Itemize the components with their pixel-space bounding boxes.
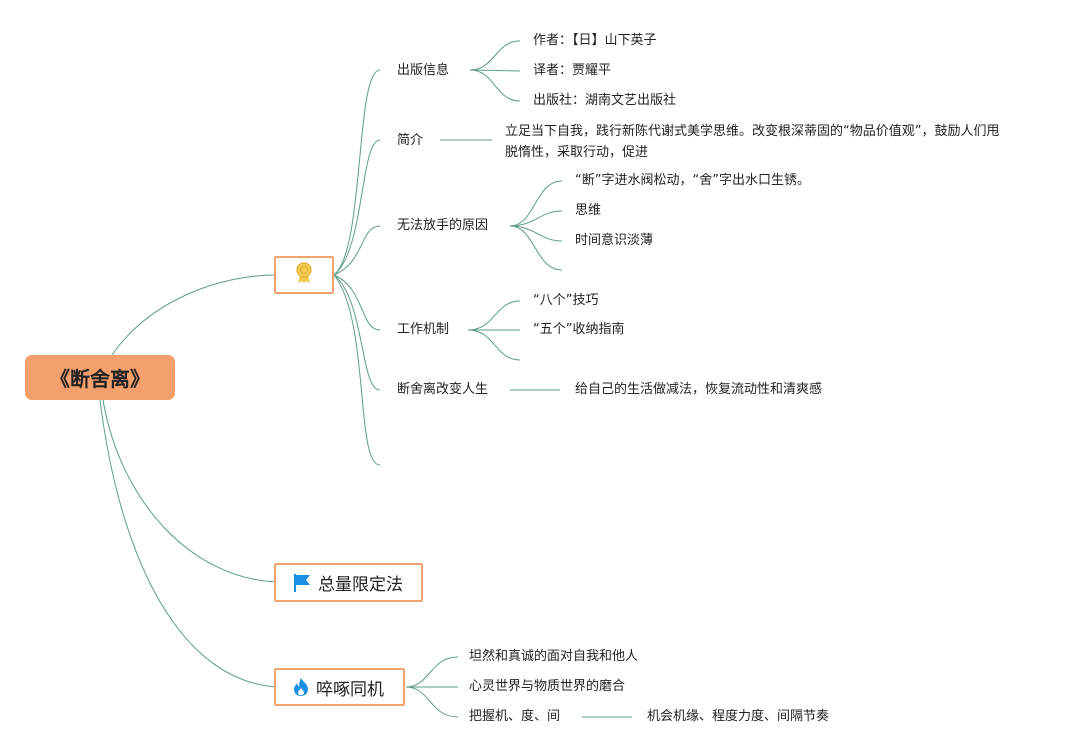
limit-branch-label: 总量限定法 (318, 575, 403, 595)
change-life-label[interactable]: 断舍离改变人生 (397, 382, 489, 397)
blue-flag-icon (292, 573, 312, 593)
author-item[interactable]: 作者：【日】山下英子 (533, 33, 657, 48)
intro-label[interactable]: 简介 (397, 133, 424, 148)
timing-item[interactable]: 心灵世界与物质世界的磨合 (469, 679, 626, 694)
timing-subitem[interactable]: 机会机缘、程度力度、间隔节奏 (647, 709, 830, 724)
publisher-item[interactable]: 出版社：湖南文艺出版社 (533, 93, 677, 108)
publish-info-label[interactable]: 出版信息 (397, 63, 450, 78)
mechanism-item[interactable]: “五个”收纳指南 (533, 322, 625, 337)
fire-icon (292, 677, 310, 697)
award-branch-node[interactable] (274, 256, 334, 294)
timing-branch-label: 啐啄同机 (316, 679, 384, 700)
timing-item[interactable]: 坦然和真诚的面对自我和他人 (469, 649, 639, 664)
root-title: 《断舍离》 (50, 367, 150, 391)
timing-branch-node[interactable]: 啐啄同机 (274, 668, 405, 706)
timing-item[interactable]: 把握机、度、间 (469, 709, 561, 724)
reason-item[interactable]: 时间意识淡薄 (575, 233, 654, 248)
award-ribbon-icon (294, 261, 314, 289)
change-life-text[interactable]: 给自己的生活做减法，恢复流动性和清爽感 (575, 382, 823, 397)
reason-item[interactable]: “断”字进水阀松动，“舍”字出水口生锈。 (575, 173, 810, 188)
translator-item[interactable]: 译者：贾耀平 (533, 63, 612, 78)
reasons-label[interactable]: 无法放手的原因 (397, 218, 489, 233)
root-node[interactable]: 《断舍离》 (25, 355, 175, 400)
reason-item[interactable]: 思维 (575, 203, 602, 218)
mechanism-item[interactable]: “八个”技巧 (533, 293, 599, 308)
limit-branch-node[interactable]: 总量限定法 (274, 563, 423, 602)
mechanism-label[interactable]: 工作机制 (397, 322, 450, 337)
intro-text[interactable]: 立足当下自我，践行新陈代谢式美学思维。改变根深蒂固的“物品价值观”，鼓励人们甩脱… (505, 124, 1000, 160)
